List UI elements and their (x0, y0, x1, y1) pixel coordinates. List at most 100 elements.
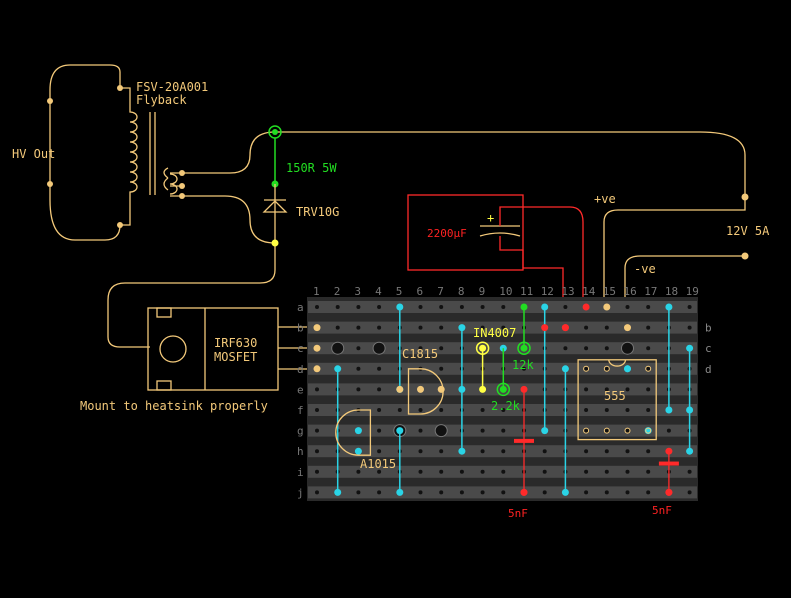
r22k-label: 2.2k (491, 399, 521, 413)
board-hole (480, 428, 485, 433)
board-hole (397, 408, 402, 412)
board-hole (542, 469, 547, 474)
board-hole (377, 490, 382, 495)
column-label: 18 (665, 285, 678, 298)
board-hole (356, 469, 361, 474)
wire-diode-to-mosfet (107, 243, 276, 348)
ic-pin (645, 365, 652, 372)
pad (561, 365, 569, 373)
pad (520, 488, 528, 496)
board-hole (666, 428, 671, 433)
board-hole (377, 387, 382, 392)
board-hole (459, 490, 464, 495)
board-hole (584, 469, 589, 474)
board-hole (584, 346, 589, 351)
row-label: b (297, 322, 304, 335)
board-hole (439, 490, 444, 495)
column-label: 1 (313, 285, 320, 298)
column-label: 19 (686, 285, 699, 298)
board-hole (625, 387, 630, 392)
pad (561, 324, 569, 332)
wire-flyback-to-resistor (182, 131, 276, 174)
board-hole (377, 366, 382, 371)
board-hole (315, 408, 319, 412)
board-hole (377, 449, 382, 454)
board-hole (584, 408, 589, 412)
board-hole (335, 305, 340, 309)
board-components (313, 303, 694, 496)
board-hole (522, 366, 526, 371)
pad (396, 303, 404, 311)
capacitor-label: 2200µF (427, 227, 467, 240)
pad (665, 488, 673, 496)
board-hole (604, 490, 609, 495)
column-label: 2 (334, 285, 341, 298)
board-hole (646, 449, 651, 454)
heatsink-note: Mount to heatsink properly (80, 399, 268, 413)
ic-pin (603, 365, 610, 372)
cap5nf-label-1: 5nF (508, 507, 528, 520)
pad (686, 406, 694, 414)
resistor-22k-body (496, 382, 511, 397)
capacitor-5nf (514, 438, 534, 443)
resistor-150r-label: 150R 5W (286, 161, 337, 175)
column-label: 7 (437, 285, 444, 298)
board-hole (501, 449, 506, 454)
strip-cut (331, 341, 345, 355)
column-label: 16 (624, 285, 637, 298)
board-hole (418, 305, 423, 309)
board-hole (356, 366, 361, 371)
board-hole (480, 469, 485, 474)
board-hole (459, 469, 464, 474)
wire-flyback-to-diode (182, 195, 276, 244)
pad (665, 406, 673, 414)
row-label: f (297, 404, 304, 417)
mosfet-pad (313, 324, 321, 332)
board-hole (501, 428, 506, 433)
pad (603, 303, 611, 311)
board-hole (377, 325, 382, 330)
ic555-label: 555 (604, 389, 626, 403)
pad (499, 385, 507, 393)
row-label: j (297, 486, 304, 499)
row-label-right: b (705, 322, 712, 335)
resistor-150r (268, 125, 282, 188)
pad (686, 344, 694, 352)
board-hole (356, 490, 361, 495)
board-hole (480, 408, 485, 412)
pad (354, 447, 362, 455)
board-hole (625, 449, 630, 454)
board-hole (480, 449, 485, 454)
pad (334, 488, 342, 496)
mosfet-pad (313, 365, 321, 373)
pad (520, 303, 528, 311)
board-hole (501, 408, 506, 412)
diode-trv10g (262, 184, 288, 247)
pad (458, 385, 466, 393)
board-hole (646, 325, 651, 330)
board-hole (584, 325, 589, 330)
ic-notch (608, 359, 627, 367)
board-hole (439, 305, 444, 309)
mosfet-irf630 (147, 307, 316, 391)
board-hole (687, 305, 692, 309)
board-hole (604, 366, 609, 371)
board-hole (315, 490, 319, 495)
board-hole (439, 469, 444, 474)
board-hole (480, 490, 485, 495)
pad (354, 427, 362, 435)
board-hole (646, 408, 651, 412)
board-hole (439, 325, 444, 330)
board-hole (625, 408, 630, 412)
c1815-label: C1815 (402, 347, 438, 361)
board-hole (315, 305, 319, 309)
board-hole (439, 366, 444, 371)
pad (396, 385, 404, 393)
capacitor-2200uf (407, 194, 584, 327)
board-hole (480, 325, 485, 330)
board-hole (501, 305, 506, 309)
board-hole (356, 387, 361, 392)
row-label: a (297, 301, 304, 314)
pad (541, 324, 549, 332)
